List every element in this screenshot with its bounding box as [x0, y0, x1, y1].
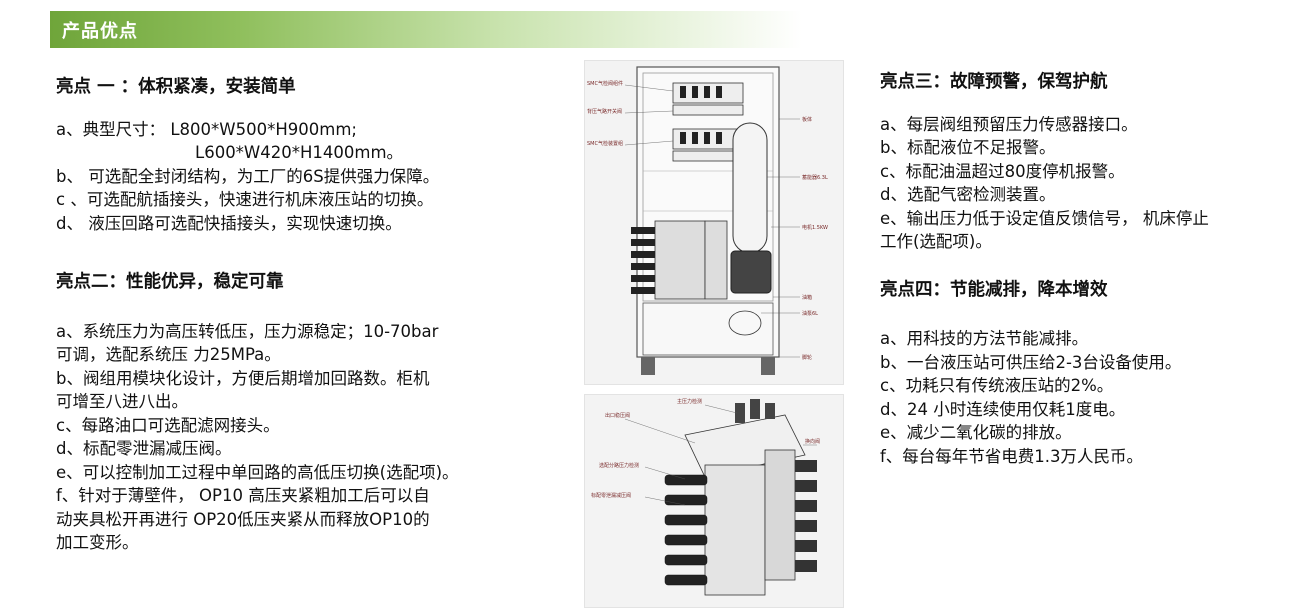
highlight-3-heading: 亮点三：故障预警，保驾护航 — [880, 72, 1108, 92]
highlight-1-item: c 、可选配航插接头，快速进行机床液压站的切换。 — [56, 190, 434, 209]
right-column: 亮点三：故障预警，保驾护航 a、每层阀组预留压力传感器接口。 b、标配液位不足报… — [880, 71, 1295, 468]
figure1-label: 背压气路开关阀 — [587, 108, 622, 115]
left-column: 亮点 一 ：体积紧凑，安装简单 a、典型尺寸： L800*W500*H900mm… — [56, 76, 576, 555]
highlight-2-item: 加工变形。 — [56, 533, 139, 552]
figure2-label: 出口稳压阀 — [605, 412, 630, 419]
figure1-label: SMC气检阀组件 — [587, 80, 623, 87]
figure1-label: 油箱 — [802, 294, 812, 301]
highlight-1-heading: 亮点 一 ：体积紧凑，安装简单 — [56, 77, 296, 97]
figure1-label: 电机1.5KW — [802, 224, 828, 231]
figure1-label: SMC气检装置组 — [587, 140, 623, 147]
highlight-1-item: a、典型尺寸： L800*W500*H900mm; — [56, 119, 357, 139]
banner-title: 产品优点 — [62, 21, 138, 42]
figure1-label: 板体 — [802, 116, 812, 123]
highlight-2-item: b、阀组用模块化设计，方便后期增加回路数。柜机 — [56, 368, 430, 388]
highlight-4-item: e、减少二氧化碳的排放。 — [880, 423, 1072, 442]
highlight-2-item: 可增至八进八出。 — [56, 392, 188, 411]
highlight-4-item: f、每台每年节省电费1.3万人民币。 — [880, 446, 1144, 466]
figure2-label: 标配零泄漏减压阀 — [591, 492, 631, 499]
figure2-label: 选配分路压力检测 — [599, 462, 639, 469]
hydraulic-cabinet-figure: SMC气检阀组件 背压气路开关阀 SMC气检装置组 板体 蓄能器6.3L 电机1… — [584, 60, 844, 385]
highlight-4-item: b、一台液压站可供压给2-3台设备使用。 — [880, 352, 1182, 372]
figure1-label: 蓄能器6.3L — [802, 174, 828, 181]
highlight-1-item: d、 液压回路可选配快插接头，实现快速切换。 — [56, 213, 402, 233]
highlight-2-item: a、系统压力为高压转低压，压力源稳定；10-70bar — [56, 321, 439, 341]
highlight-2-item: 可调，选配系统压 力25MPa。 — [56, 345, 281, 364]
highlight-1-item: L600*W420*H1400mm。 — [195, 143, 404, 162]
highlight-3-item: d、选配气密检测装置。 — [880, 185, 1056, 204]
highlight-3-item: 工作(选配项)。 — [880, 232, 992, 251]
figure2-label: 换向阀 — [805, 438, 820, 445]
highlight-4-item: c、功耗只有传统液压站的2%。 — [880, 376, 1114, 395]
highlight-3-item: c、标配油温超过80度停机报警。 — [880, 161, 1125, 181]
highlight-4-heading: 亮点四：节能减排，降本增效 — [880, 279, 1108, 300]
highlight-3-item: b、标配液位不足报警。 — [880, 138, 1056, 157]
highlight-2-item: f、针对于薄壁件， OP10 高压夹紧粗加工后可以自 — [56, 486, 430, 505]
figure1-label: 脚轮 — [802, 354, 812, 361]
highlight-2-item: 动夹具松开再进行 OP20低压夹紧从而释放OP10的 — [56, 509, 430, 529]
highlight-2-item: d、标配零泄漏减压阀。 — [56, 439, 232, 458]
highlight-3-item: e、输出压力低于设定值反馈信号， 机床停止 — [880, 208, 1209, 228]
highlight-4-item: d、24 小时连续使用仅耗1度电。 — [880, 399, 1126, 419]
section-banner: 产品优点 — [50, 11, 802, 48]
highlight-3-item: a、每层阀组预留压力传感器接口。 — [880, 114, 1138, 134]
figure2-label: 主压力检测 — [677, 398, 702, 405]
highlight-2-item: e、可以控制加工过程中单回路的高低压切换(选配项)。 — [56, 462, 459, 482]
highlight-1-item: b、 可选配全封闭结构，为工厂的6S提供强力保障。 — [56, 166, 440, 186]
figure1-label: 油泵6L — [802, 310, 818, 317]
highlight-2-heading: 亮点二：性能优异，稳定可靠 — [56, 272, 284, 292]
valve-manifold-figure: 出口稳压阀 主压力检测 选配分路压力检测 标配零泄漏减压阀 换向阀 — [584, 394, 844, 608]
highlight-4-item: a、用科技的方法节能减排。 — [880, 329, 1089, 348]
highlight-2-item: c、每路油口可选配滤网接头。 — [56, 415, 280, 435]
